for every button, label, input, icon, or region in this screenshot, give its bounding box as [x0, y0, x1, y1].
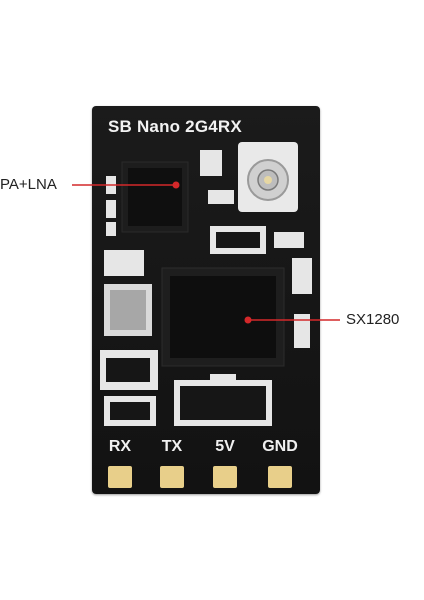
- pin-label-tx: TX: [161, 438, 183, 455]
- pad-rx: [108, 466, 132, 488]
- board-title: SB Nano 2G4RX: [108, 117, 242, 136]
- sx1280-chip: [161, 267, 285, 367]
- pin-label-rx: RX: [108, 438, 132, 455]
- pad-tx: [160, 466, 184, 488]
- pad-gnd: [268, 466, 292, 488]
- pin-label-gnd: GND: [262, 438, 298, 455]
- crystal-oscillator: [104, 284, 152, 336]
- pin-label-5v: 5V: [215, 438, 235, 455]
- pad-5v: [213, 466, 237, 488]
- callout-sx1280: SX1280: [346, 311, 400, 328]
- callout-lines: [72, 181, 340, 324]
- pa-lna-chip: [121, 161, 189, 233]
- solder-pads: [108, 466, 292, 488]
- callout-pa-lna: PA+LNA: [0, 176, 57, 193]
- ufl-antenna-connector: [238, 142, 298, 212]
